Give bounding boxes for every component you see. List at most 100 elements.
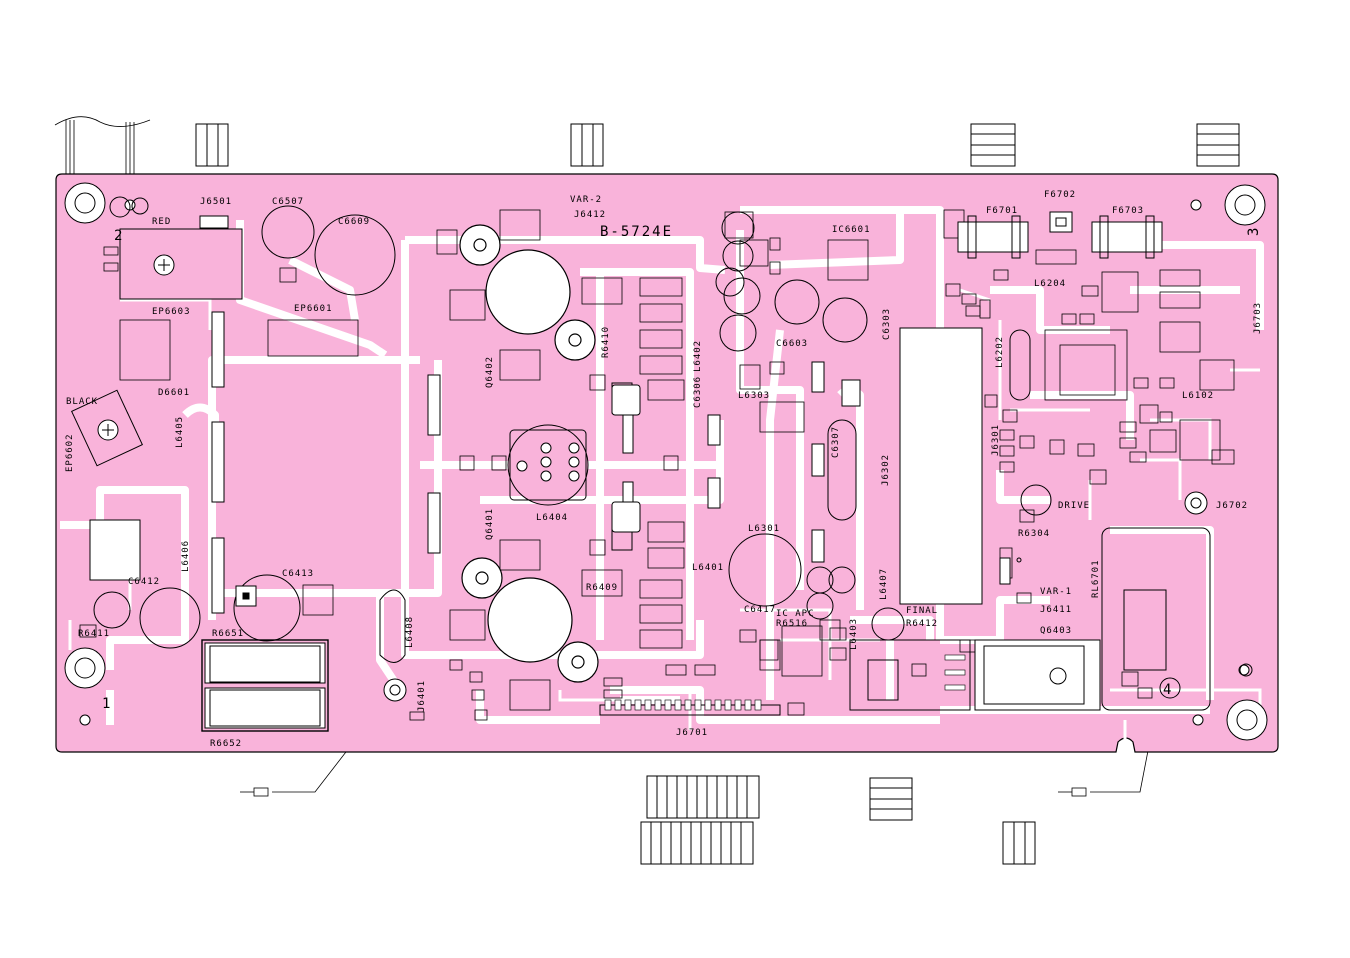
label-ep6602: EP6602: [65, 433, 75, 472]
label-q6403: Q6403: [1040, 626, 1072, 636]
module-l6405: [211, 311, 225, 388]
connector-top-3: [970, 123, 1016, 167]
ic-module-large: [899, 327, 983, 605]
coil-l6404: [507, 424, 589, 506]
label-j6301: J6301: [991, 424, 1001, 456]
label-j6702: J6702: [1216, 501, 1248, 511]
label-l6404: L6404: [536, 513, 568, 523]
rf-transistor-q6401: [461, 557, 599, 683]
label-l6408: L6408: [405, 616, 415, 648]
via-hole: [1190, 199, 1202, 211]
label-l6301: L6301: [748, 524, 780, 534]
label-c6507: C6507: [272, 197, 304, 207]
label-q6401: Q6401: [485, 508, 495, 540]
ep6603-block: [119, 228, 243, 300]
mark-1: 1: [102, 696, 112, 712]
label-r6412: R6412: [906, 619, 938, 629]
screw-red: [153, 254, 175, 276]
pin-rows: [604, 654, 966, 711]
label-l6204: L6204: [1034, 279, 1066, 289]
label-var1: VAR-1: [1040, 587, 1072, 597]
large-modules: [70, 211, 1211, 732]
label-r6411: R6411: [78, 629, 110, 639]
label-j6401: J6401: [417, 680, 427, 712]
label-l6401: L6401: [692, 563, 724, 573]
label-ic6601: IC6601: [832, 225, 871, 235]
connector-bottom-wide-1: [646, 775, 760, 819]
label-d6601: D6601: [158, 388, 190, 398]
screw-black: [97, 419, 119, 441]
mark-4: 4: [1163, 682, 1173, 698]
connector-bottom-3: [869, 777, 913, 821]
module-l6406: [211, 537, 225, 614]
label-l6402: L6402: [693, 340, 703, 372]
rf-transistor-q6402: [459, 224, 596, 361]
label-r6410: R6410: [601, 326, 611, 358]
label-c6609: C6609: [338, 217, 370, 227]
label-l6202: L6202: [995, 336, 1005, 368]
electrolytic-capacitors: [93, 196, 1253, 702]
screw-terminals: [97, 254, 175, 441]
mounting-hole-top-right: [1224, 184, 1266, 226]
module-l6405b: [211, 421, 225, 503]
connector-top-1: [195, 123, 229, 167]
label-f6702: F6702: [1044, 190, 1076, 200]
label-l6405: L6405: [175, 416, 185, 448]
label-black: BLACK: [66, 397, 98, 407]
label-c6307: C6307: [831, 426, 841, 458]
transistor-q6403: [974, 639, 1101, 711]
relay-rl6701: [1101, 527, 1211, 711]
label-var2: VAR-2: [570, 195, 602, 205]
label-l6406: L6406: [181, 540, 191, 572]
label-j6703: J6703: [1253, 302, 1263, 334]
ep6602-block: [70, 389, 144, 467]
mounting-hole-bottom-right: [1226, 699, 1268, 741]
label-c6413: C6413: [282, 569, 314, 579]
label-r6516: R6516: [776, 619, 808, 629]
via-hole: [1238, 664, 1250, 676]
label-c6412: C6412: [128, 577, 160, 587]
label-j6412: J6412: [574, 210, 606, 220]
label-l6102: L6102: [1182, 391, 1214, 401]
label-j6701: J6701: [676, 728, 708, 738]
label-ep6601: EP6601: [294, 304, 333, 314]
label-j6411: J6411: [1040, 605, 1072, 615]
label-f6703: F6703: [1112, 206, 1144, 216]
fuse-f6703: [1091, 221, 1163, 253]
connector-top-4: [1196, 123, 1240, 167]
label-r6652: R6652: [210, 739, 242, 749]
label-r6651: R6651: [212, 629, 244, 639]
label-l6403: L6403: [849, 618, 859, 650]
label-q6402: Q6402: [485, 356, 495, 388]
label-c6306: C6306: [693, 376, 703, 408]
silkscreen-labels: B-5724E J6501 C6507 RED C6609 VAR-2 J641…: [65, 190, 1263, 749]
label-ep6603: EP6603: [152, 307, 191, 317]
label-l6303: L6303: [738, 391, 770, 401]
mounting-hole-bottom-left: [64, 647, 106, 689]
mounting-hole-top-left: [64, 182, 106, 224]
fuse-f6702: [1049, 211, 1073, 233]
mark-2: 2: [114, 228, 124, 244]
connector-bottom-4: [1002, 821, 1036, 865]
connector-bottom-wide-2: [640, 821, 754, 865]
connector-top-2: [570, 123, 604, 167]
mark-3: 3: [1246, 226, 1262, 236]
label-drive: DRIVE: [1058, 501, 1090, 511]
via-hole: [1192, 714, 1204, 726]
label-r6304: R6304: [1018, 529, 1050, 539]
label-final: FINAL: [906, 606, 938, 616]
label-c6303: C6303: [882, 308, 892, 340]
label-red: RED: [152, 217, 171, 227]
mounting-holes: [64, 182, 1268, 741]
label-j6501: J6501: [200, 197, 232, 207]
label-r6409: R6409: [586, 583, 618, 593]
label-l6407: L6407: [879, 568, 889, 600]
label-j6302: J6302: [881, 454, 891, 486]
board-name: B-5724E: [600, 224, 673, 240]
label-ic-apc: IC APC: [776, 609, 815, 619]
connector-blocks: [195, 123, 1240, 865]
label-f6701: F6701: [986, 206, 1018, 216]
label-c6417: C6417: [744, 605, 776, 615]
